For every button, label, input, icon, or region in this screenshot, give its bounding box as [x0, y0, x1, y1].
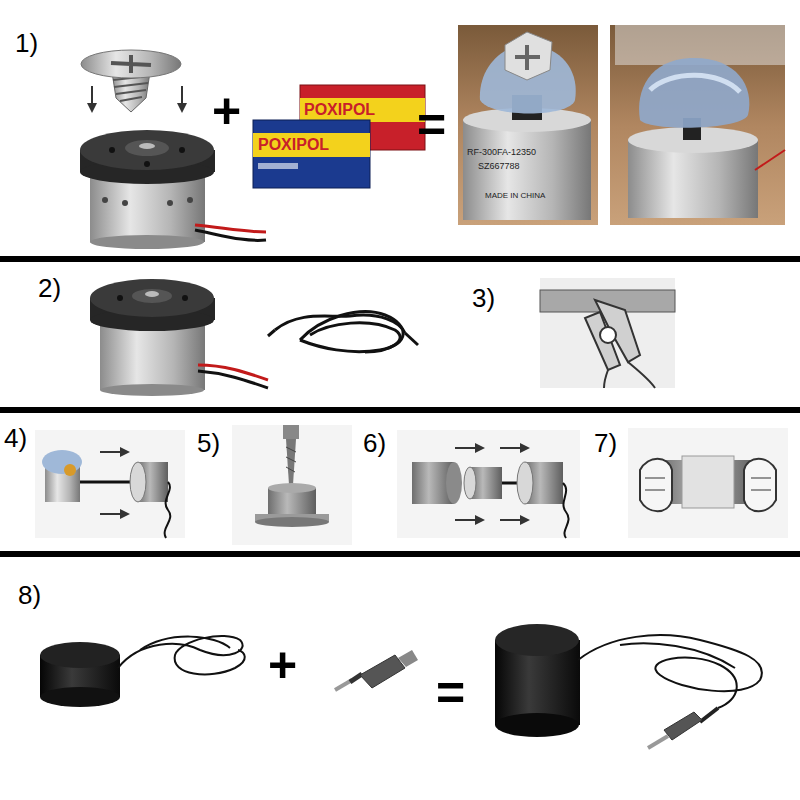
arrow	[181, 86, 183, 108]
step-number: 8)	[18, 582, 41, 608]
jack-plug	[335, 650, 418, 690]
step-number: 4)	[4, 425, 27, 451]
screw	[81, 50, 181, 112]
arrow	[91, 86, 93, 108]
brand-text: POXIPOL	[258, 137, 329, 153]
step-number: 1)	[15, 30, 38, 56]
plus-sign: +	[212, 86, 241, 136]
equals-sign: =	[436, 668, 465, 718]
press-image	[628, 428, 788, 538]
separator	[0, 551, 800, 557]
assembly-image	[397, 430, 580, 538]
photo	[458, 25, 598, 225]
motor	[80, 130, 266, 249]
motor-marking: MADE IN CHINA	[485, 192, 545, 200]
motor-marking: RF-300FA-12350	[467, 148, 536, 157]
drill-image	[232, 425, 352, 545]
glue-boxes	[253, 85, 425, 188]
step-number: 7)	[594, 430, 617, 456]
photo	[610, 25, 785, 225]
separator	[0, 407, 800, 413]
brand-text: POXIPOL	[304, 102, 375, 118]
cutting-image	[540, 278, 675, 388]
step-number: 6)	[363, 430, 386, 456]
step-number: 2)	[38, 275, 61, 301]
sensor	[40, 636, 245, 707]
cable	[268, 312, 418, 352]
plus-sign: +	[268, 640, 297, 690]
equals-sign: =	[417, 100, 446, 150]
step-number: 3)	[472, 285, 495, 311]
assembly-image	[35, 430, 185, 538]
motor	[90, 279, 268, 396]
step-number: 5)	[197, 430, 220, 456]
separator	[0, 256, 800, 262]
motor-marking: SZ667788	[478, 162, 520, 171]
sensor	[495, 624, 762, 748]
